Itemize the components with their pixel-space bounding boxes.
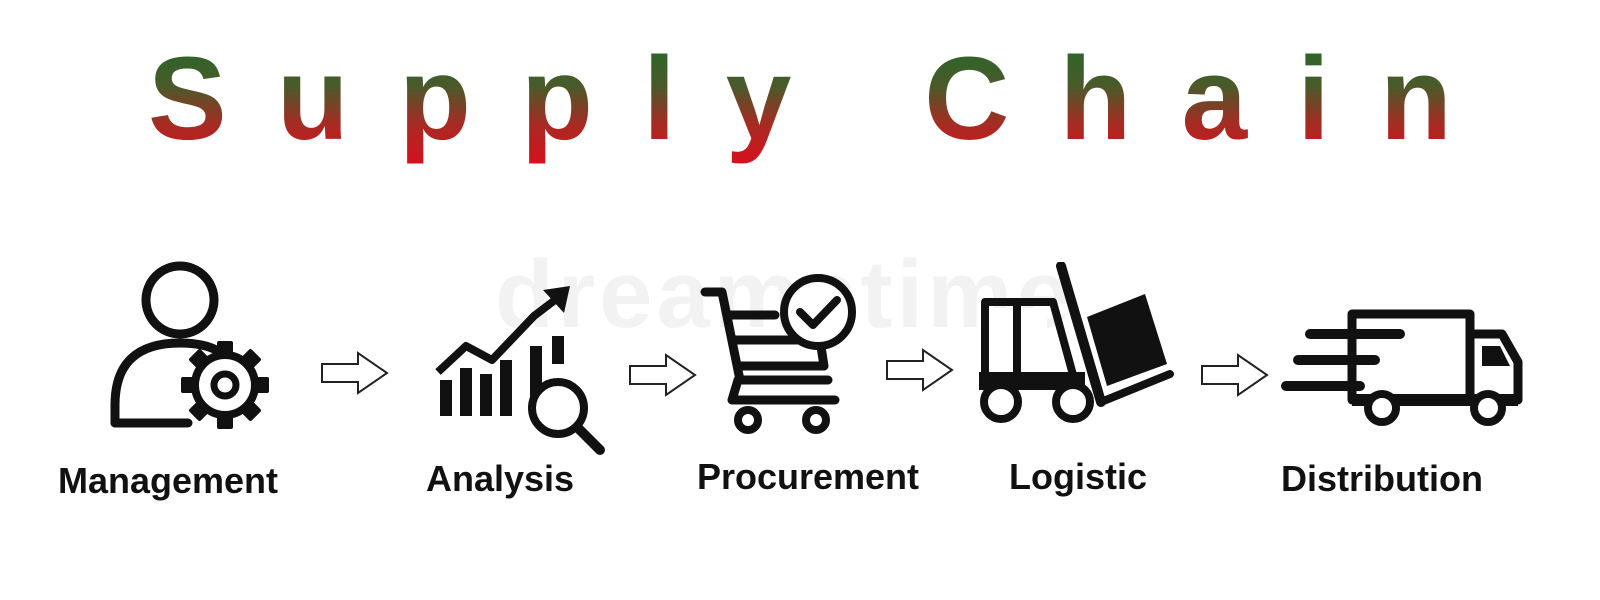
flow-arrow-3 xyxy=(885,347,955,398)
arrow-right-icon xyxy=(886,348,954,392)
chart-magnifier-icon xyxy=(435,286,605,455)
cart-check-icon xyxy=(700,274,856,434)
arrow-right-icon xyxy=(629,353,697,397)
step-label-management: Management xyxy=(57,460,279,501)
arrow-right-icon xyxy=(321,351,389,395)
step-management xyxy=(100,255,280,445)
flow-arrow-4 xyxy=(1200,352,1270,403)
diagram-title: Supply Chain xyxy=(0,34,1600,164)
step-analysis xyxy=(430,280,610,460)
step-label-logistic: Logistic xyxy=(1008,456,1148,497)
step-label-analysis: Analysis xyxy=(425,458,575,499)
step-logistic xyxy=(975,262,1175,437)
user-gear-icon xyxy=(110,261,269,429)
delivery-truck-icon xyxy=(1281,309,1523,426)
step-label-distribution: Distribution xyxy=(1281,458,1483,499)
flow-arrow-2 xyxy=(628,352,698,403)
step-procurement xyxy=(700,270,870,440)
watermark: dreamstime xyxy=(495,240,1074,350)
arrow-right-icon xyxy=(1201,353,1269,397)
step-distribution xyxy=(1280,300,1525,435)
flow-arrow-1 xyxy=(320,350,390,401)
step-label-procurement: Procurement xyxy=(696,456,920,497)
forklift-icon xyxy=(979,262,1174,423)
